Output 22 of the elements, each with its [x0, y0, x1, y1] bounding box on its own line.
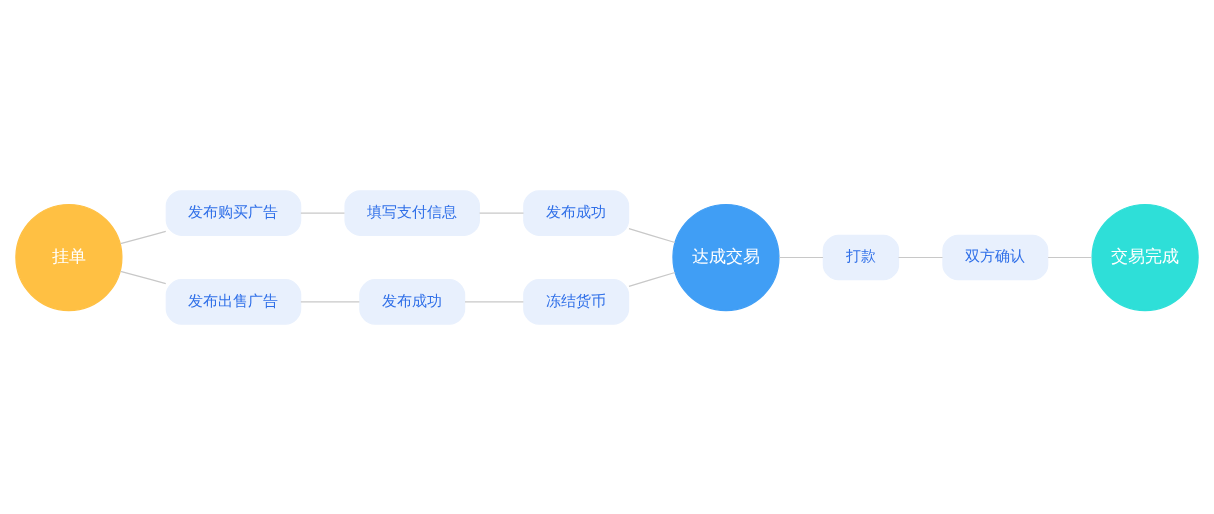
node-box: 填写支付信息 — [344, 189, 481, 236]
connector — [778, 256, 824, 258]
connector — [479, 212, 525, 214]
connector — [300, 300, 360, 302]
node-circle: 交易完成 — [1091, 203, 1199, 311]
connector — [464, 300, 524, 302]
node-circle: 挂单 — [15, 203, 123, 311]
connector — [119, 270, 167, 284]
connector — [300, 212, 346, 214]
connector — [628, 271, 676, 287]
node-box: 双方确认 — [942, 234, 1049, 280]
node-box: 打款 — [822, 234, 900, 280]
node-box: 发布成功 — [359, 278, 466, 325]
connector — [1047, 256, 1093, 258]
connector — [119, 230, 167, 244]
node-box: 发布出售广告 — [165, 278, 302, 325]
node-box: 发布成功 — [523, 189, 630, 236]
node-box: 冻结货币 — [523, 278, 630, 325]
node-circle: 达成交易 — [672, 203, 780, 311]
connector — [628, 227, 676, 243]
connector — [897, 256, 944, 258]
node-box: 发布购买广告 — [165, 189, 302, 236]
